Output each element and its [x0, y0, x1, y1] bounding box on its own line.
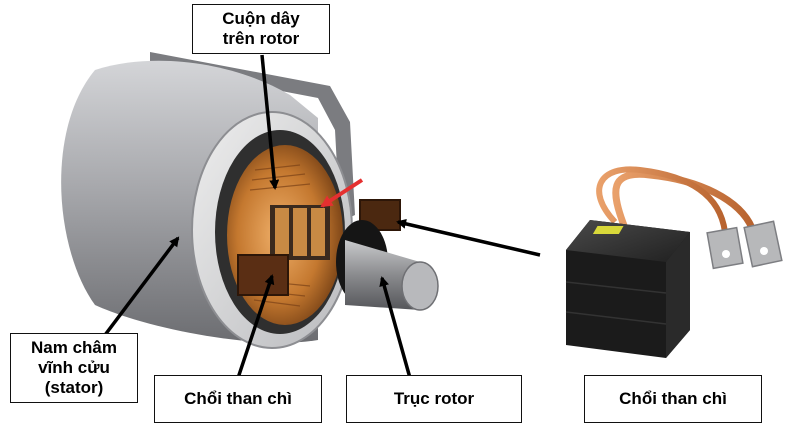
label-magnet-line3: (stator)	[44, 378, 104, 397]
label-brush-left: Chổi than chì	[154, 375, 322, 423]
label-magnet-line1: Nam châm	[31, 338, 117, 357]
arrow-brush-connector	[396, 218, 541, 257]
arrow-shaft	[379, 276, 412, 379]
dc-motor	[61, 52, 439, 349]
label-shaft-text: Trục rotor	[393, 389, 475, 408]
brush-block-left	[237, 254, 289, 296]
arrow-brush-left	[236, 274, 275, 379]
label-rotor-coil-line2: trên rotor	[222, 29, 300, 48]
carbon-brush-photo	[565, 166, 783, 358]
label-magnet-line2: vĩnh cửu	[38, 358, 110, 377]
red-pointer	[320, 178, 364, 208]
arrow-rotor-coil	[260, 54, 280, 190]
label-rotor-coil: Cuộn dây trên rotor	[192, 4, 330, 54]
label-brush-right: Chổi than chì	[584, 375, 762, 423]
label-shaft: Trục rotor	[346, 375, 522, 423]
arrow-magnet	[103, 236, 180, 337]
stator-flange	[150, 52, 355, 222]
terminal-lug-1	[706, 226, 744, 270]
label-rotor-coil-line1: Cuộn dây	[222, 9, 300, 28]
leader-lines	[103, 54, 541, 379]
terminal-lug-2	[743, 220, 783, 268]
label-brush-right-text: Chổi than chì	[619, 389, 727, 408]
label-magnet: Nam châm vĩnh cửu (stator)	[10, 333, 138, 403]
label-brush-left-text: Chổi than chì	[184, 389, 292, 408]
